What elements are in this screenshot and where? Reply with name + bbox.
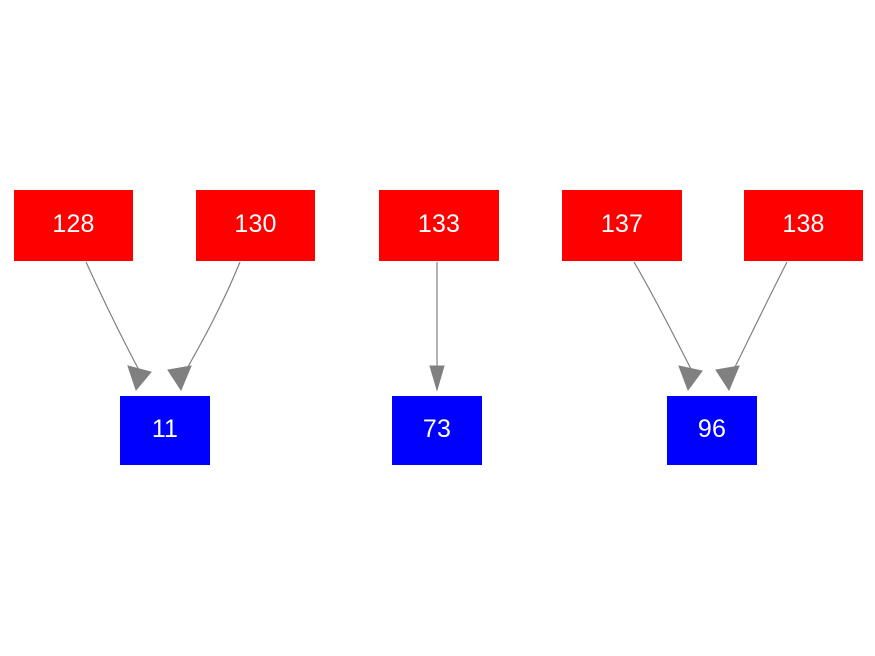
node-label: 73 (422, 415, 452, 443)
arrowhead-icon (127, 365, 152, 392)
arrowhead-icon (715, 365, 740, 392)
edge-130-to-11 (167, 261, 241, 392)
node-label: 130 (234, 210, 277, 238)
node-128[interactable]: 128 (14, 190, 133, 261)
edge-line (85, 261, 141, 373)
node-label: 11 (151, 415, 179, 443)
edge-line (633, 261, 693, 372)
arrowhead-icon (678, 365, 703, 392)
edge-133-to-73 (429, 262, 445, 392)
edge-128-to-11 (85, 261, 152, 392)
node-label: 133 (417, 210, 461, 238)
node-133[interactable]: 133 (379, 190, 499, 261)
edge-137-to-96 (633, 261, 703, 392)
edge-line (184, 261, 241, 373)
node-11[interactable]: 11 (120, 396, 210, 465)
edge-line (732, 261, 788, 372)
node-96[interactable]: 96 (667, 396, 757, 465)
arrowhead-icon (429, 365, 445, 392)
node-130[interactable]: 130 (196, 190, 315, 261)
node-73[interactable]: 73 (392, 396, 482, 465)
node-label: 137 (600, 210, 644, 238)
node-label: 96 (697, 415, 727, 443)
node-label: 128 (52, 210, 95, 238)
node-label: 138 (782, 210, 825, 238)
node-137[interactable]: 137 (562, 190, 682, 261)
arrowhead-icon (167, 365, 192, 392)
edge-138-to-96 (715, 261, 788, 392)
node-138[interactable]: 138 (744, 190, 863, 261)
